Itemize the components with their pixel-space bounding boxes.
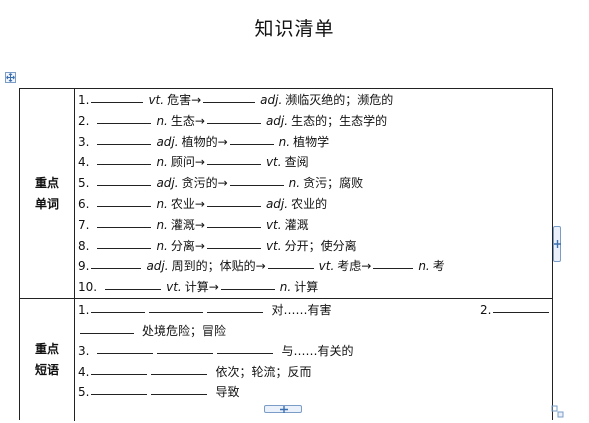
phrase-section-label: 重点短语 — [20, 298, 75, 421]
plus-icon — [280, 406, 288, 413]
vocab-item: 4.n.顾问→vt.查阅 — [75, 151, 552, 172]
phrase-list: 1.对……有害 2. 处境危险；冒险 3.与……有关的 4.依次；轮流；反而 5… — [75, 298, 552, 422]
phrase-item: 处境危险；冒险 — [75, 320, 552, 341]
phrase-item: 3.与……有关的 — [75, 340, 552, 361]
plus-icon — [554, 240, 561, 248]
vocab-item: 10.vt.计算→n.计算 — [75, 276, 552, 297]
vocab-item: 3.adj.植物的→n.植物学 — [75, 131, 552, 152]
vocab-item: 7.n.灌溉→vt.灌溉 — [75, 214, 552, 235]
vocab-item: 9.adj.周到的；体贴的→vt.考虑→n.考 — [75, 255, 552, 276]
vocab-item: 8.n.分离→vt.分开；使分离 — [75, 235, 552, 256]
page-title: 知识清单 — [254, 18, 335, 40]
add-row-handle[interactable] — [264, 405, 302, 413]
knowledge-table: 重点单词 1.vt.危害→adj.濒临灭绝的；濒危的 2.n.生态→adj.生态… — [19, 88, 553, 422]
vocab-section-label: 重点单词 — [20, 89, 75, 298]
add-column-handle[interactable] — [553, 226, 561, 262]
table-move-handle[interactable] — [5, 72, 16, 83]
phrase-item: 5.导致 — [75, 381, 552, 402]
vocab-item: 6.n.农业→adj.农业的 — [75, 193, 552, 214]
vocab-item: 2.n.生态→adj.生态的；生态学的 — [75, 110, 552, 131]
phrase-item: 1.对……有害 2. — [75, 299, 552, 320]
phrase-item: 4.依次；轮流；反而 — [75, 361, 552, 382]
vocab-item: 5.adj.贪污的→n.贪污；腐败 — [75, 172, 552, 193]
move-arrows-icon — [6, 73, 15, 82]
vocab-list: 1.vt.危害→adj.濒临灭绝的；濒危的 2.n.生态→adj.生态的；生态学… — [75, 89, 552, 298]
resize-icon — [551, 405, 564, 418]
resize-handle[interactable] — [551, 404, 565, 418]
vocab-item: 1.vt.危害→adj.濒临灭绝的；濒危的 — [75, 89, 552, 110]
